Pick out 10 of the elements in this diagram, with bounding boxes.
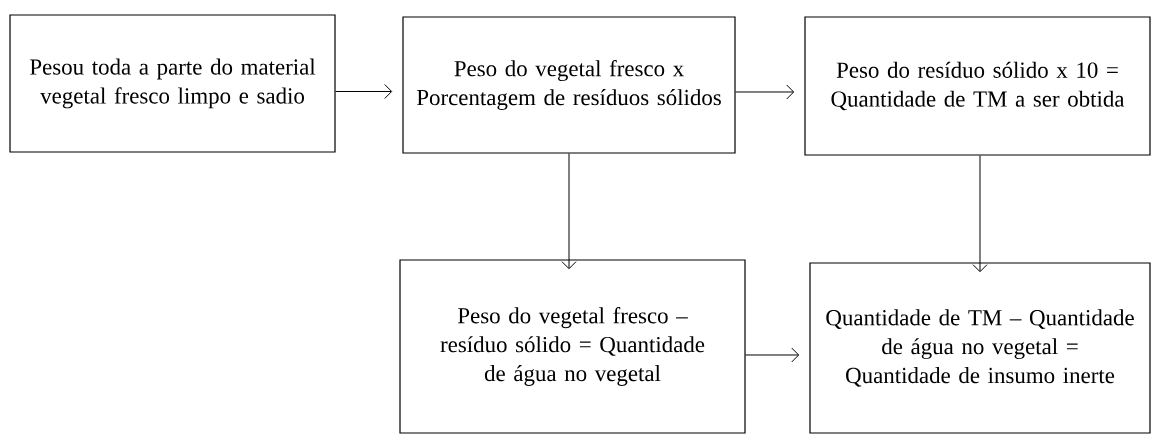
process-box: Peso do resíduo sólido x 10 = Quantidade de TM a ser obtida [804, 16, 1151, 156]
arrow [972, 155, 988, 273]
process-box: Peso do vegetal fresco x Porcentagem de resíduos sólidos [402, 16, 736, 154]
process-box: Peso do vegetal fresco – resíduo sólido = Quantidade de água no vegetal [399, 259, 746, 434]
arrow [745, 347, 800, 363]
arrow [735, 84, 795, 100]
arrow [561, 153, 577, 270]
process-box: Quantidade de TM – Quantidade de água no vegetal = Quantidade de insumo inerte [809, 262, 1151, 434]
arrow [335, 84, 393, 99]
process-box: Pesou toda a parte do material vegetal fresco limpo e sadio [9, 14, 336, 153]
